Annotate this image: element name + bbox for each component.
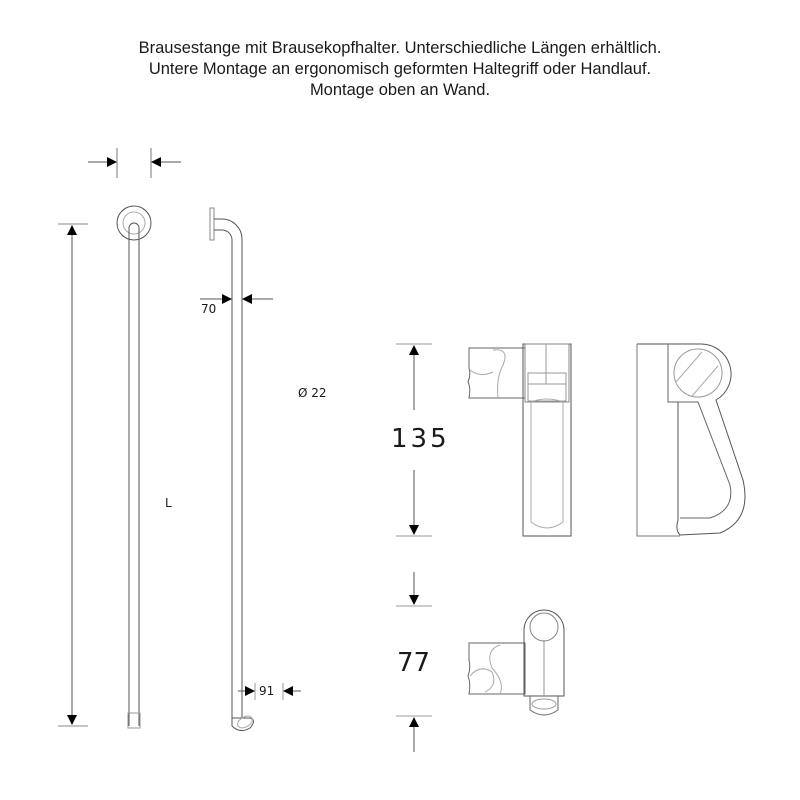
wall-offset-label: 70: [201, 302, 217, 316]
bottom-offset-label: 91: [259, 684, 275, 698]
holder-side-view: [636, 343, 746, 537]
bottom-offset-dimension: [238, 683, 301, 700]
lower-holder-dimension: [396, 572, 432, 752]
lower-holder-height-label: 77: [397, 648, 431, 678]
diameter-label: Ø 22: [298, 386, 327, 400]
description-caption: Brausestange mit Brausekopfhalter. Unter…: [0, 38, 800, 101]
caption-line-2: Untere Montage an ergonomisch geformten …: [148, 60, 652, 78]
length-label: L: [165, 496, 172, 510]
holder-front-view: [467, 343, 572, 537]
holder-height-label: 135: [391, 424, 450, 454]
lower-holder-view: [467, 609, 565, 716]
length-dimension: [58, 223, 88, 727]
rod-front-view: [116, 205, 152, 729]
holder-height-dimension: [396, 343, 432, 537]
caption-line-1: Brausestange mit Brausekopfhalter. Unter…: [138, 39, 662, 57]
caption-line-3: Montage oben an Wand.: [309, 81, 491, 99]
rod-side-view: [209, 207, 254, 732]
front-width-dimension: [88, 148, 181, 178]
